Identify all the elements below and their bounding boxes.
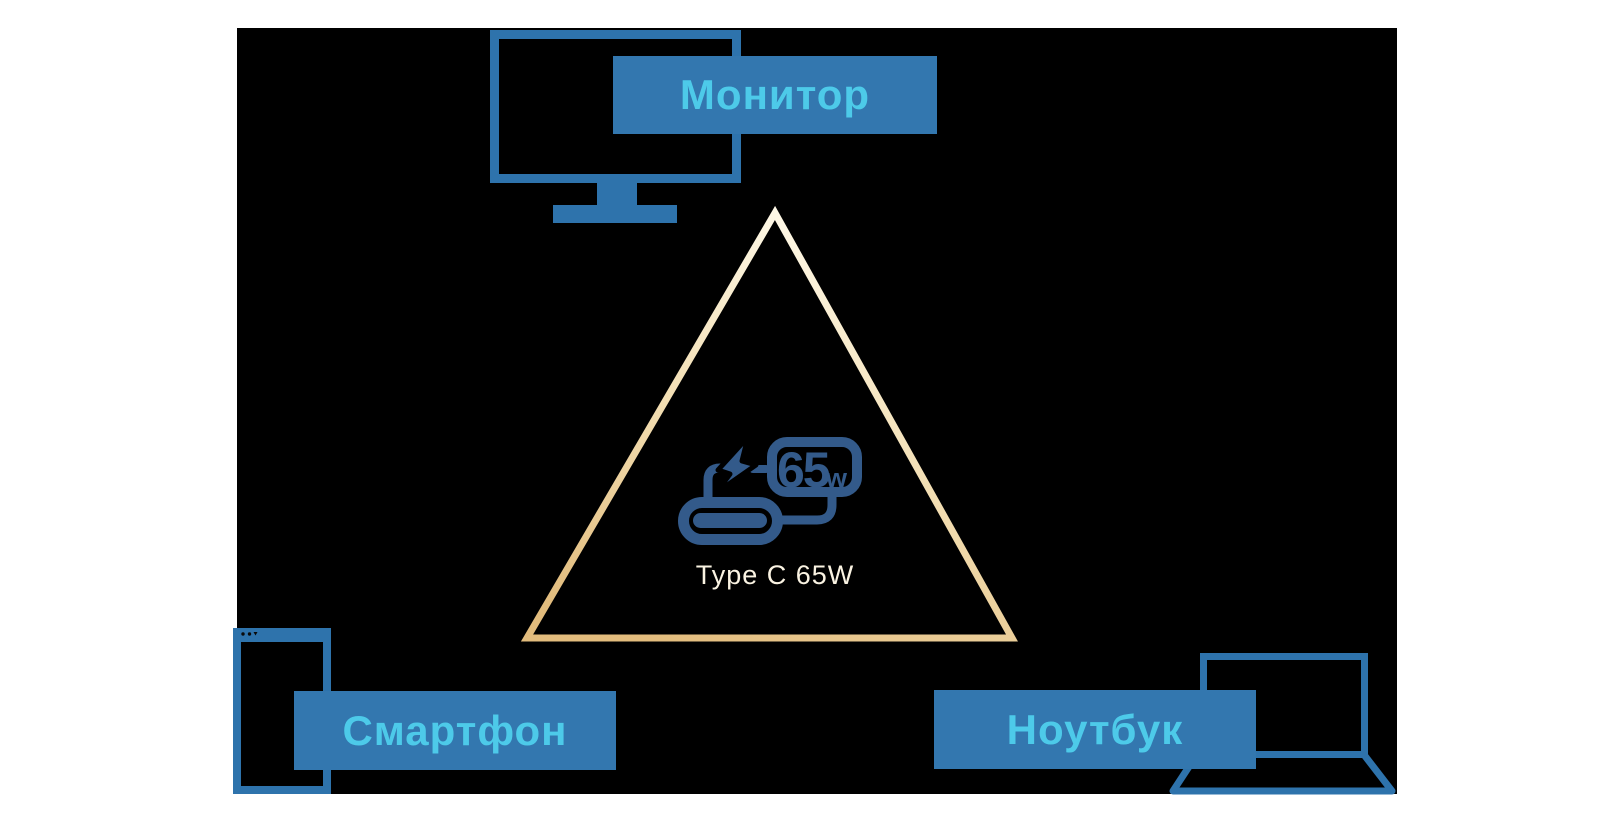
wattage-value: 65 — [777, 442, 830, 498]
smartphone-dot — [247, 632, 252, 636]
wattage-badge — [767, 437, 862, 497]
lightning-bolt-icon — [713, 434, 759, 496]
laptop-label-text: Ноутбук — [1006, 705, 1184, 753]
monitor-stand — [597, 176, 637, 207]
usb-c-plug-pin — [693, 513, 767, 528]
monitor-base — [553, 205, 677, 223]
usb-c-plug — [678, 497, 783, 545]
charger-caption: Type C 65W — [695, 560, 855, 590]
wattage-unit: w — [825, 463, 848, 493]
triangle-frame — [520, 205, 1018, 642]
smartphone-camera-mark — [253, 632, 258, 636]
triangle-outline — [520, 205, 1018, 642]
usb-c-charger-icon: 65 w — [678, 434, 862, 545]
charger-cable-right — [777, 490, 837, 525]
smartphone-label-text: Смартфон — [342, 706, 568, 754]
smartphone-dot — [241, 632, 245, 636]
smartphone-label: Смартфон — [294, 691, 616, 770]
laptop-base — [1169, 753, 1396, 795]
monitor-label-text: Монитор — [679, 71, 871, 118]
monitor-label: Монитор — [613, 56, 937, 134]
laptop-label: Ноутбук — [934, 690, 1256, 769]
smartphone-header-bar — [233, 628, 331, 642]
